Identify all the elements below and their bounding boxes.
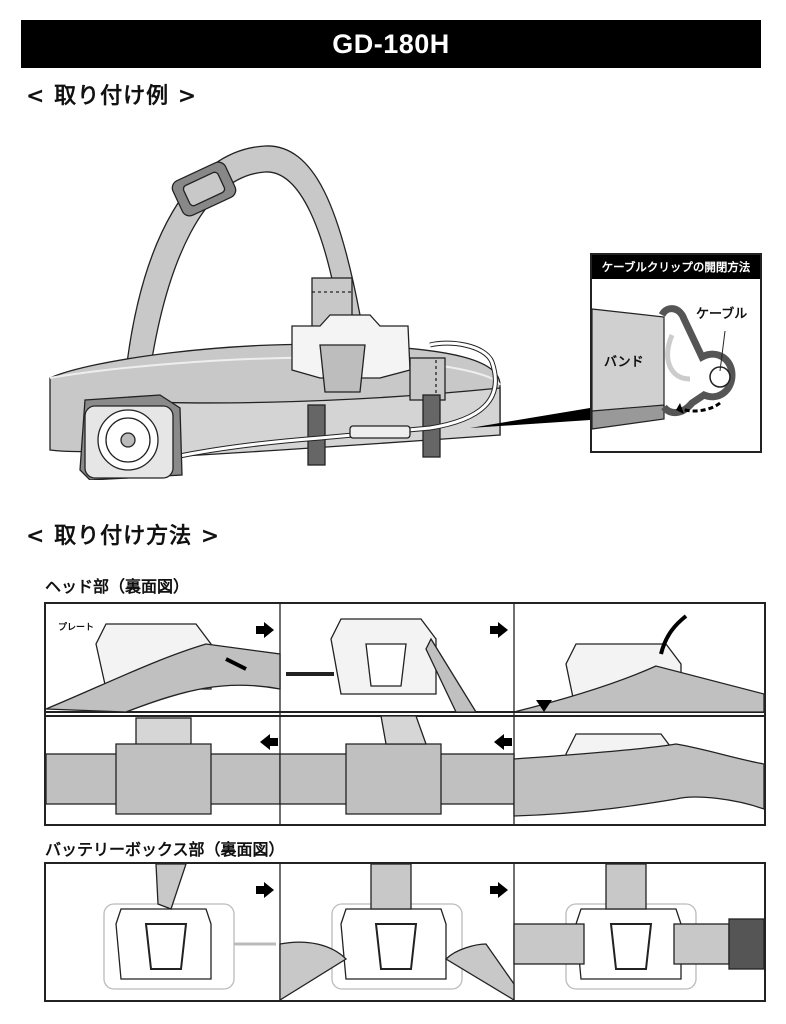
arrow-down-icon: [536, 700, 552, 712]
step-arrows: [256, 622, 552, 750]
cable-clip-callout: ケーブルクリップの開閉方法 ケーブル バンド: [590, 253, 762, 453]
battery-part-heading: バッテリーボックス部（裏面図）: [45, 840, 285, 859]
head-steps-diagram: [45, 604, 765, 824]
head-step-1: [45, 623, 281, 713]
band-label: バンド: [604, 355, 644, 370]
model-title: GD-180H: [332, 28, 450, 59]
battery-steps-diagram: [103, 863, 765, 1002]
model-title-bar: GD-180H: [21, 20, 761, 68]
example-heading: < 取り付け例 >: [26, 84, 198, 109]
head-step-6: [513, 733, 765, 817]
callout-pointer: [470, 408, 590, 428]
head-step-5: [279, 715, 515, 815]
head-steps-grid: プレート: [44, 602, 766, 826]
cable-clip-left: [307, 404, 326, 466]
head-step-4: [45, 717, 281, 815]
battery-step-2: [279, 863, 515, 1002]
battery-step-arrows: [256, 882, 508, 898]
head-part-heading: ヘッド部（裏面図）: [45, 577, 190, 596]
battery-step-3: [513, 863, 765, 990]
head-step-2: [286, 618, 478, 713]
callout-title: ケーブルクリップの開閉方法: [592, 255, 760, 279]
arrow-right-icon: [490, 882, 508, 898]
arrow-right-icon: [256, 622, 274, 638]
plate-label: プレート: [58, 623, 95, 633]
battery-steps-grid: [44, 862, 766, 1002]
method-heading: < 取り付け方法 >: [26, 524, 221, 549]
cable-clip-diagram: [592, 305, 736, 430]
arrow-left-icon: [494, 734, 512, 750]
arrow-right-icon: [490, 622, 508, 638]
head-step-3: [513, 614, 765, 713]
arrow-left-icon: [260, 734, 278, 750]
headlamp-illustration: [49, 145, 590, 480]
arrow-right-icon: [256, 882, 274, 898]
battery-step-1: [103, 863, 276, 990]
open-arrow-icon: [681, 401, 721, 413]
cable-label: ケーブル: [696, 307, 748, 322]
